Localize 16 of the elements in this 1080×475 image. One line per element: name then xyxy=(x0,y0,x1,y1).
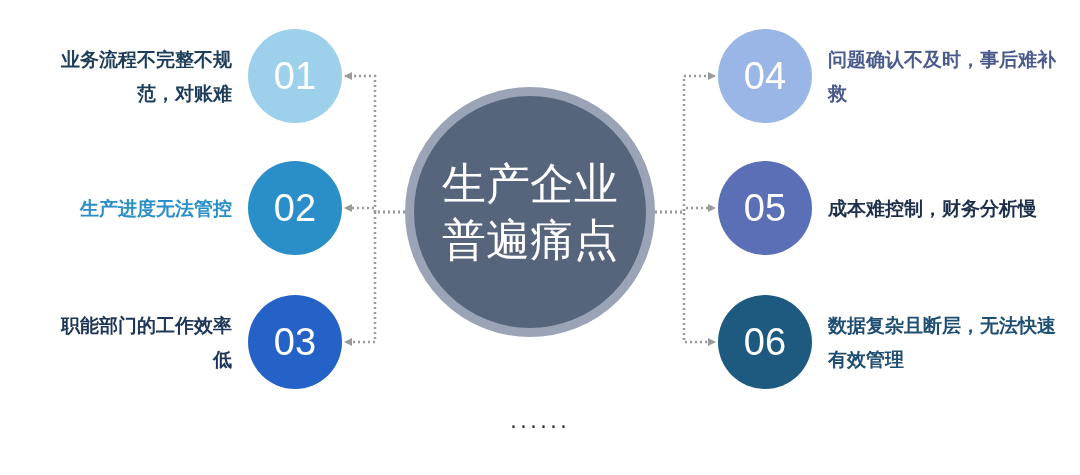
number-circle: 01 xyxy=(248,29,342,123)
description-text: 数据复杂且断层，无法快速有效管理 xyxy=(828,313,1057,372)
number-circle: 05 xyxy=(718,161,812,255)
dotted-arrow xyxy=(344,210,405,346)
ellipsis-text: ...... xyxy=(509,408,571,433)
description-text: 成本难控制，财务分析慢 xyxy=(828,196,1038,221)
description-text: 职能部门的工作效率低 xyxy=(59,313,232,372)
number-circle: 04 xyxy=(718,29,812,123)
dotted-arrow xyxy=(655,210,716,346)
number-circle: 03 xyxy=(248,295,342,389)
description-text: 问题确认不及时，事后难补救 xyxy=(828,47,1057,106)
number-circle: 06 xyxy=(718,295,812,389)
number-circle: 02 xyxy=(248,161,342,255)
description-text: 业务流程不完整不规范，对账难 xyxy=(60,47,232,106)
center-title: 生产企业普遍痛点 xyxy=(441,157,619,267)
description-text: 生产进度无法管控 xyxy=(78,196,232,221)
